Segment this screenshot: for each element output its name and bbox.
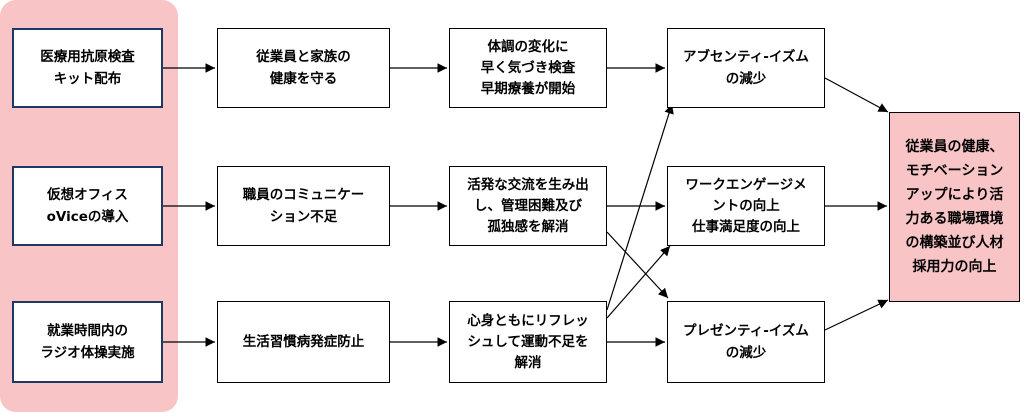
node-work-engagement: ワークエンゲージメ ントの向上 仕事満足度の向上 xyxy=(667,166,825,246)
node-antigen-test-kit: 医療用抗原検査 キット配布 xyxy=(12,28,163,108)
node-protect-family-health: 従業員と家族の 健康を守る xyxy=(217,28,390,108)
node-refresh-exercise: 心身ともにリフレッ シュして運動不足を 解消 xyxy=(449,301,607,383)
arrow-c4r1-goal xyxy=(824,77,889,113)
node-presenteeism-reduction: プレゼンティ-イズム の減少 xyxy=(667,301,825,383)
node-label: 仮想オフィス oViceの導入 xyxy=(46,187,129,225)
arrow-c3r3-c4r1 xyxy=(606,103,674,311)
node-absenteeism-reduction: アブセンティ-イズム の減少 xyxy=(667,28,825,108)
node-label: 医療用抗原検査 キット配布 xyxy=(40,49,135,87)
node-early-detection: 体調の変化に 早く気づき検査 早期療養が開始 xyxy=(449,28,607,108)
arrow-c4r3-goal xyxy=(824,299,889,331)
node-label: 就業時間内の ラジオ体操実施 xyxy=(40,323,135,361)
node-label: 体調の変化に 早く気づき検査 早期療養が開始 xyxy=(480,38,576,97)
node-radio-exercise: 就業時間内の ラジオ体操実施 xyxy=(12,301,163,383)
node-label: 生活習慣病発症防止 xyxy=(242,334,365,350)
node-label: ワークエンゲージメ ントの向上 仕事満足度の向上 xyxy=(685,176,807,235)
node-label: アブセンティ-イズム の減少 xyxy=(683,49,809,87)
node-label: 心身ともにリフレッ シュして運動不足を 解消 xyxy=(467,312,589,371)
node-active-interaction: 活発な交流を生み出 し、管理困難及び 孤独感を解消 xyxy=(449,166,607,246)
node-lifestyle-disease-prevention: 生活習慣病発症防止 xyxy=(217,301,390,383)
node-label: 活発な交流を生み出 し、管理困難及び 孤独感を解消 xyxy=(467,176,589,235)
node-label: 従業員と家族の 健康を守る xyxy=(256,49,351,87)
arrow-c3r2-c4r3 xyxy=(606,231,669,299)
node-goal-workplace: 従業員の健康、 モチベーション アップにより活 力ある職場環境 の構築並び人材 … xyxy=(889,112,1020,302)
arrow-c3r3-c4r2 xyxy=(606,245,671,319)
node-virtual-office: 仮想オフィス oViceの導入 xyxy=(12,166,163,246)
node-label: 職員のコミュニケー ション不足 xyxy=(242,187,365,225)
node-label: 従業員の健康、 モチベーション アップにより活 力ある職場環境 の構築並び人材 … xyxy=(905,139,1004,275)
node-communication-shortage: 職員のコミュニケー ション不足 xyxy=(217,166,390,246)
node-label: プレゼンティ-イズム の減少 xyxy=(683,323,809,361)
